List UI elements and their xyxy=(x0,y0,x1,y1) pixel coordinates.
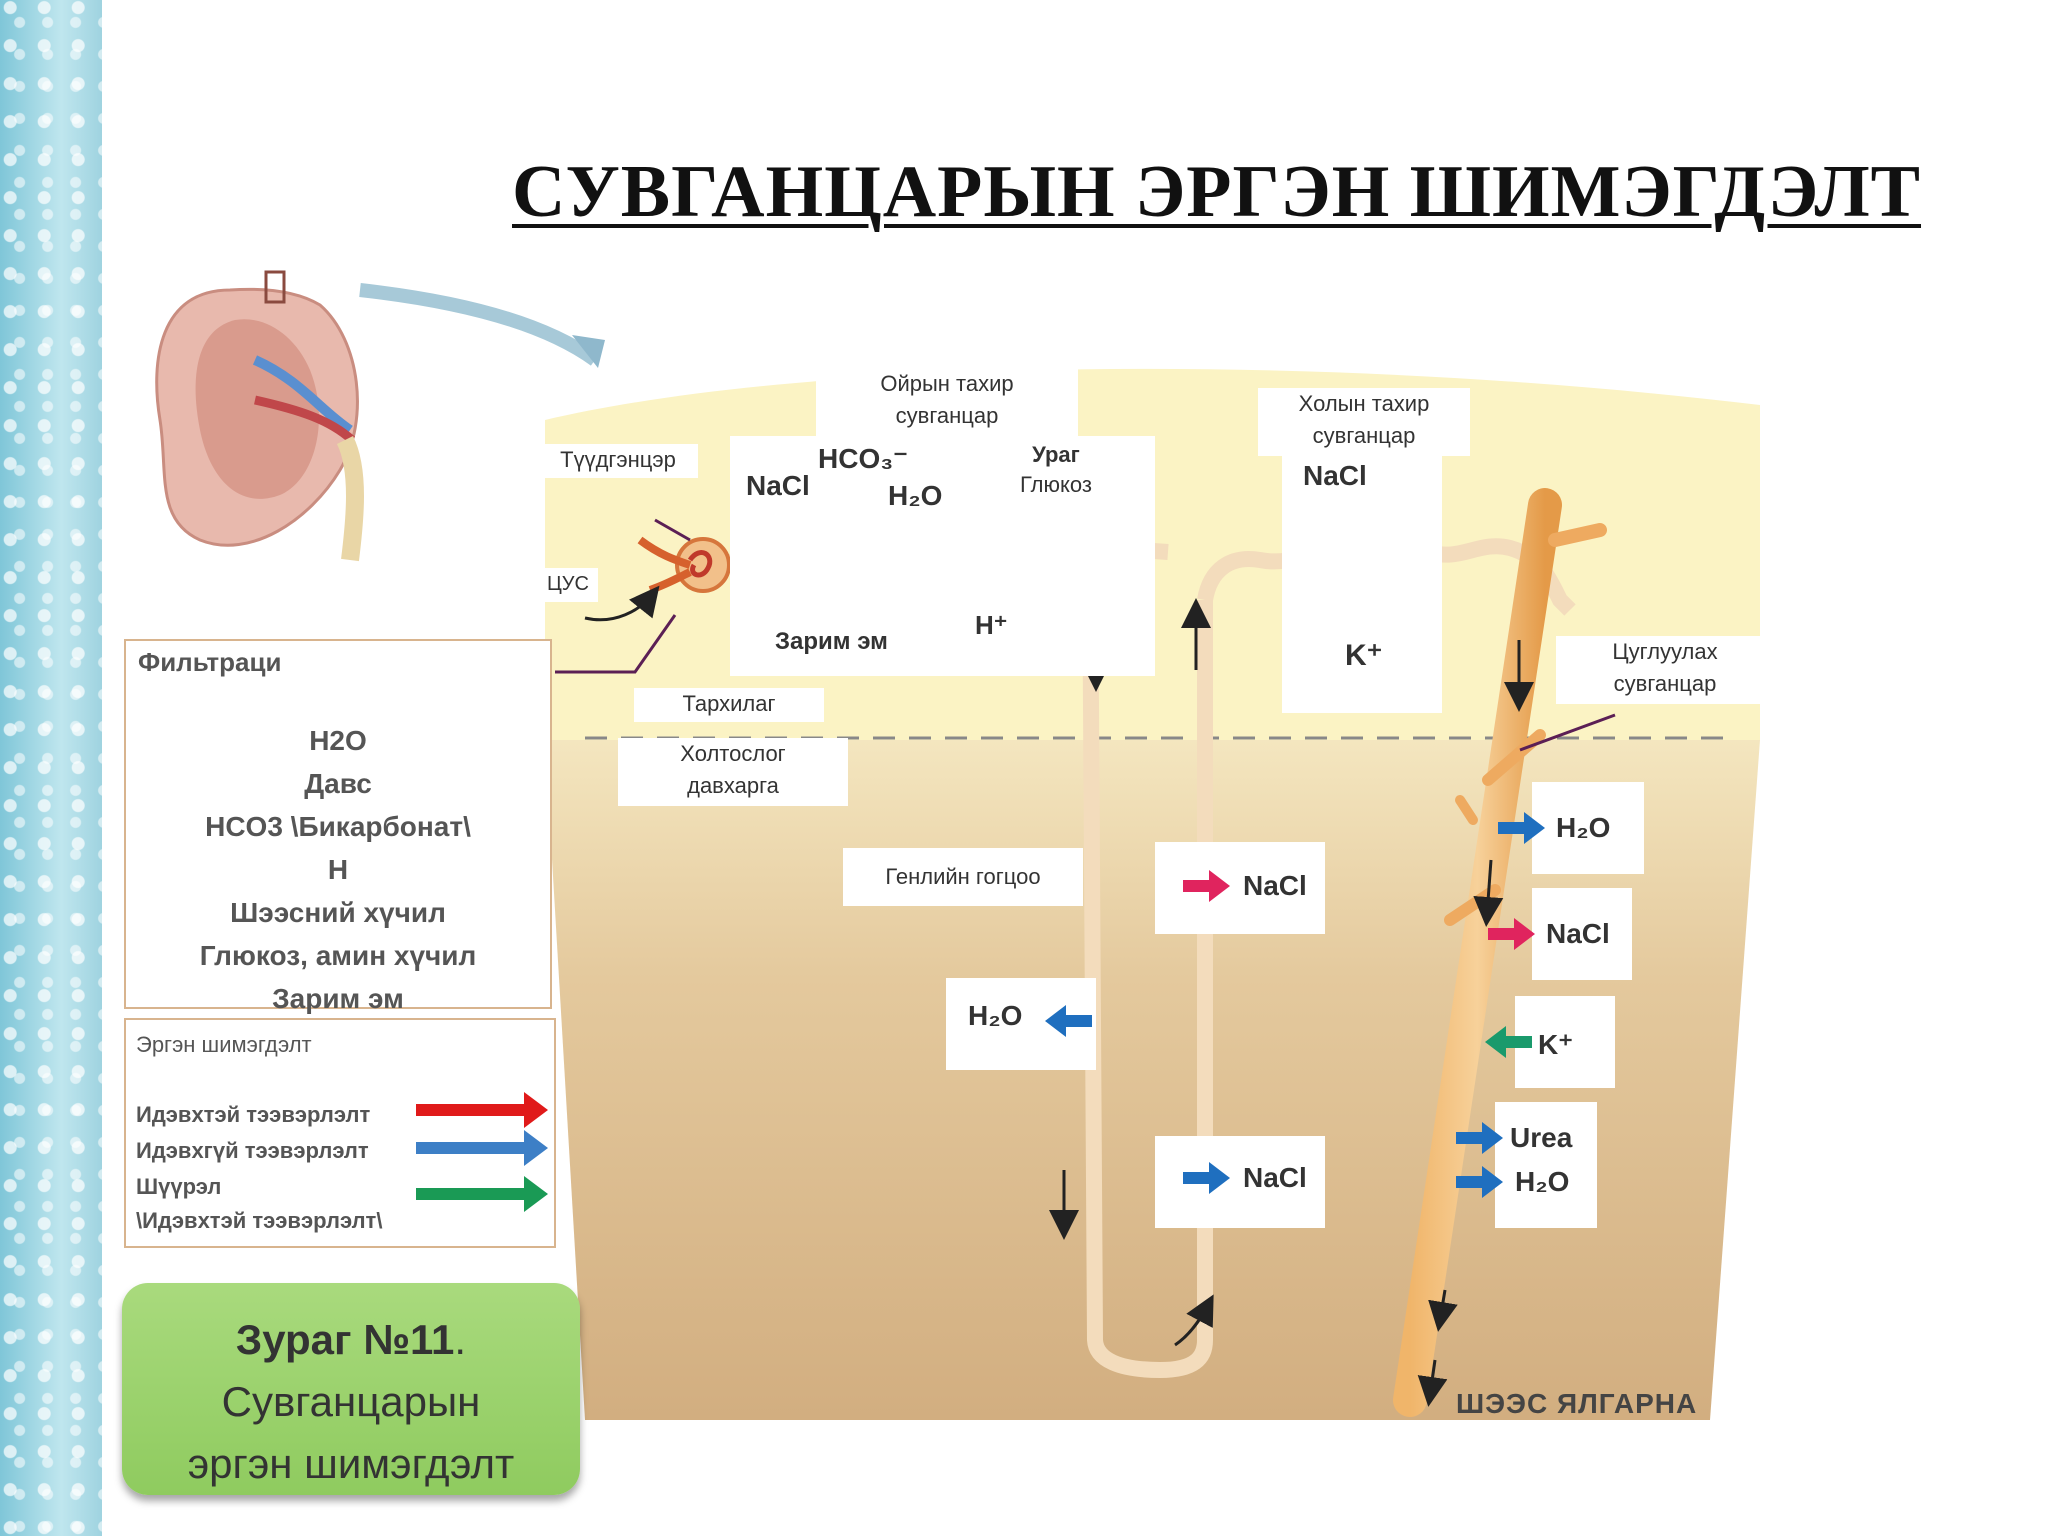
legend-secretion-sub: \Идэвхтэй тээвэрлэлт\ xyxy=(136,1208,383,1233)
asc-nacl-arrow-2 xyxy=(1183,1162,1230,1194)
legend-arrows xyxy=(416,1092,548,1212)
filtration-title: Фильтраци xyxy=(138,647,282,677)
legend-active-label: Идэвхтэй тээвэрлэлт xyxy=(136,1102,371,1127)
henle-loop-label: Генлийн гогцоо xyxy=(843,848,1083,906)
filtration-item: Зарим эм xyxy=(272,983,404,1014)
cortex-label: Тархилаг xyxy=(634,688,824,722)
cd-urea: Urea xyxy=(1510,1122,1573,1153)
dist-k: K⁺ xyxy=(1345,639,1383,672)
decorative-side-strip xyxy=(0,0,102,1536)
glomerulus-label: Түүдгэнцэр xyxy=(538,444,698,478)
filtration-item: H2O xyxy=(309,725,367,756)
legend-title: Эргэн шимэгдэлт xyxy=(136,1032,312,1057)
cd-h2o-arrow xyxy=(1498,812,1545,844)
prox-drugs: Зарим эм xyxy=(775,628,888,655)
urine-label: ШЭЭС ЯЛГАРНА xyxy=(1456,1388,1698,1419)
cd-urea-arrow xyxy=(1456,1122,1503,1154)
pointer-arrow xyxy=(359,283,600,366)
legend-passive-arrow xyxy=(416,1130,548,1166)
desc-h2o-arrow xyxy=(1045,1005,1092,1037)
loop-of-henle xyxy=(1082,547,1213,1379)
legend-secretion-arrow xyxy=(416,1176,548,1212)
cd-urea-box xyxy=(1495,1102,1597,1228)
cd-nacl-arrow xyxy=(1488,918,1535,950)
cd-k-arrow xyxy=(1485,1026,1532,1058)
desc-h2o: H₂O xyxy=(968,1000,1023,1031)
cd-h2o-2-arrow xyxy=(1456,1166,1503,1198)
cd-h2o-2: H₂O xyxy=(1515,1166,1570,1197)
filtration-item: Давс xyxy=(304,768,372,799)
legend-box: Эргэн шимэгдэлт Идэвхтэй тээвэрлэлт Идэв… xyxy=(124,1018,556,1248)
dist-nacl: NaCl xyxy=(1303,460,1367,491)
cd-k: K⁺ xyxy=(1538,1029,1573,1060)
legend-active-arrow xyxy=(416,1092,548,1128)
cd-nacl: NaCl xyxy=(1546,918,1610,949)
caption-line-2: эргэн шимэгдэлт xyxy=(187,1440,515,1487)
prox-nacl: NaCl xyxy=(746,470,810,501)
prox-h-ion: H⁺ xyxy=(975,610,1008,640)
filtration-list: H2O Давс HCO3 \Бикарбонат\ H Шээсний хүч… xyxy=(126,719,550,1020)
filtration-box: Фильтраци H2O Давс HCO3 \Бикарбонат\ H Ш… xyxy=(124,639,552,1014)
collecting-duct xyxy=(1393,488,1562,1417)
caption-line-number: Зураг №11. xyxy=(235,1316,467,1363)
asc-nacl-arrow-1 xyxy=(1183,870,1230,902)
asc-nacl-1: NaCl xyxy=(1243,870,1307,901)
slide-title: СУВГАНЦАРЫН ЭРГЭН ШИМЭГДЭЛТ xyxy=(512,151,1922,233)
proximal-info-box xyxy=(730,436,1155,676)
caption-line-1: Сувганцарын xyxy=(221,1378,481,1425)
filtration-item: HCO3 \Бикарбонат\ xyxy=(205,811,471,842)
legend-passive-label: Идэвхгүй тээвэрлэлт xyxy=(136,1138,369,1163)
legend-secretion-label: Шүүрэл xyxy=(136,1174,222,1199)
glomerulus xyxy=(637,536,731,594)
asc-nacl-2: NaCl xyxy=(1243,1162,1307,1193)
cd-h2o-box xyxy=(1532,782,1644,874)
cd-nacl-box xyxy=(1532,888,1632,980)
cd-h2o: H₂O xyxy=(1556,812,1611,843)
filtration-item: Глюкоз, амин хүчил xyxy=(199,940,477,971)
prox-h2o: H₂O xyxy=(888,480,943,511)
prox-hco3: HCO₃⁻ xyxy=(818,443,908,474)
filtration-item: Шээсний хүчил xyxy=(230,897,446,928)
figure-caption: Зураг №11. Сувганцарын эргэн шимэгдэлт xyxy=(122,1283,580,1495)
kidney-illustration xyxy=(155,270,364,562)
filtration-item: H xyxy=(327,854,349,885)
blood-label: ЦУС xyxy=(538,568,598,602)
